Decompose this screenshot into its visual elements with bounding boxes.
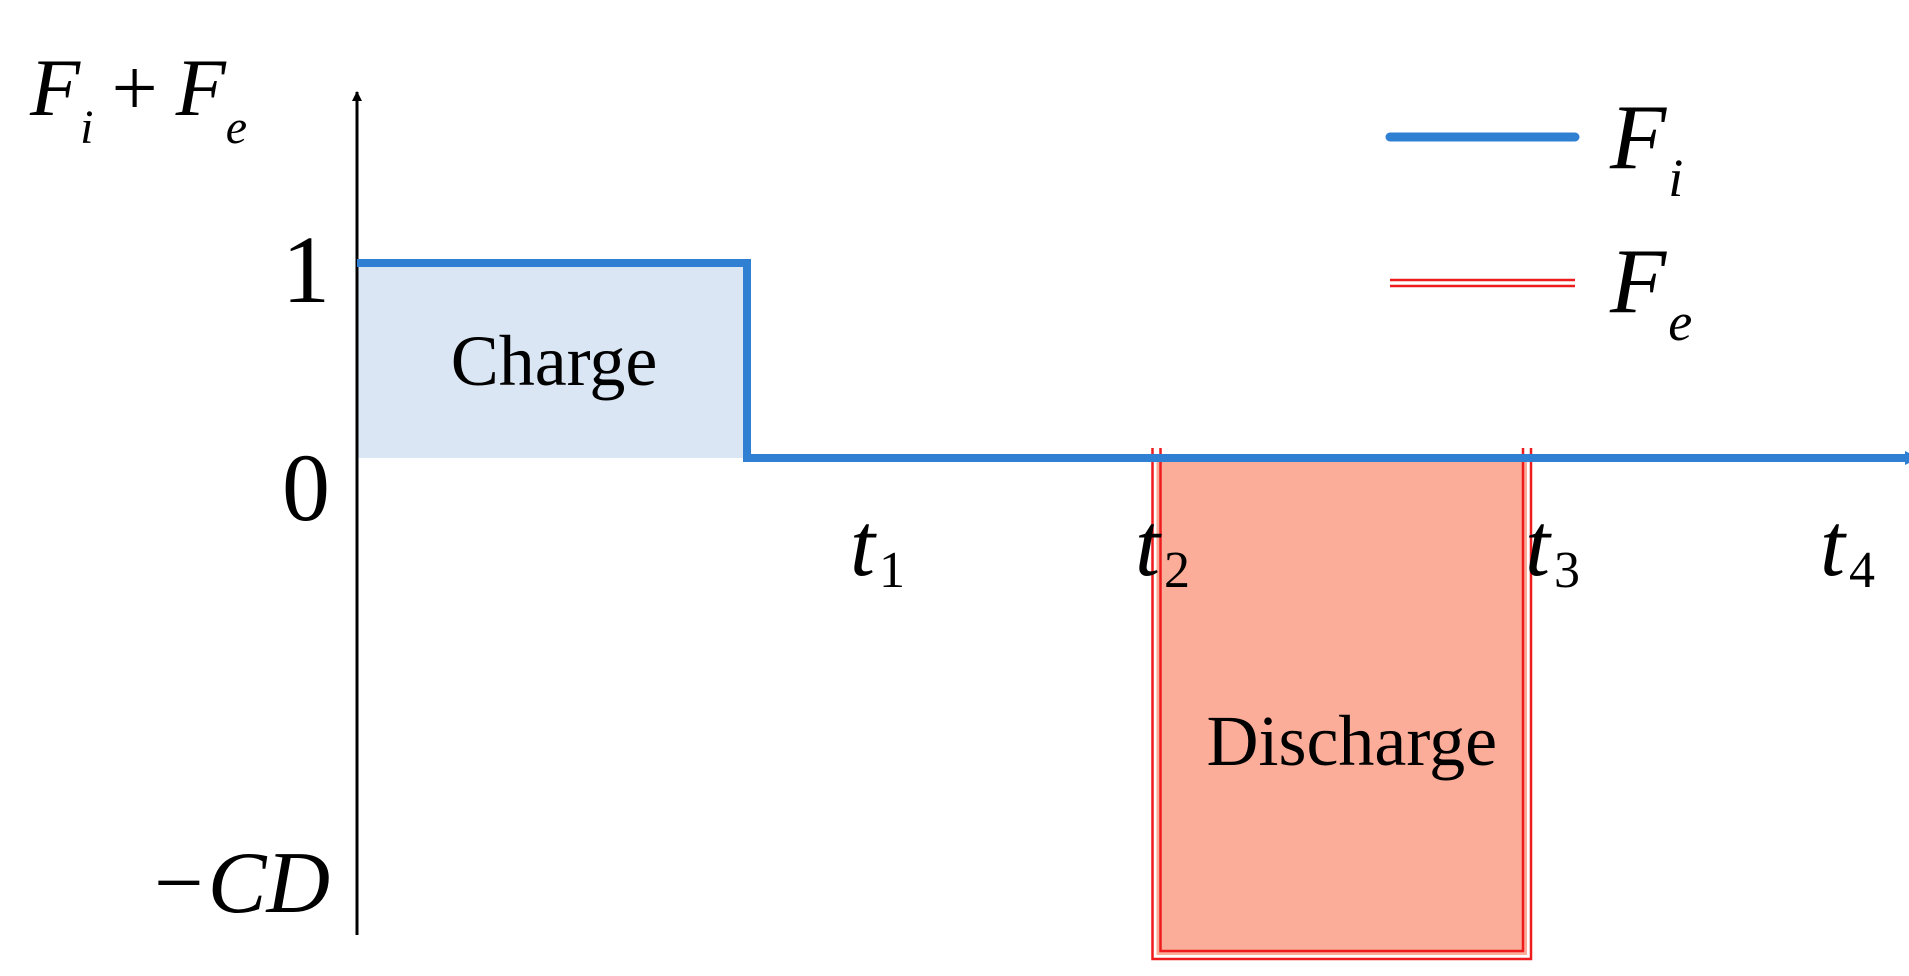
charge-region: [357, 263, 747, 458]
y-tick-label: −CD: [148, 835, 330, 932]
fi-series-line: [357, 259, 1909, 465]
legend-fi-label: Fi: [1609, 86, 1683, 208]
discharge-label: Discharge: [1206, 701, 1497, 781]
discharge-region: [1156, 458, 1527, 955]
fe-series-line: [1151, 448, 1533, 961]
y-axis-label: Fi+Fe: [29, 42, 247, 154]
y-tick-label: 0: [282, 434, 330, 541]
fe-series-line: [1159, 448, 1525, 953]
charge-label: Charge: [451, 321, 658, 401]
x-tick-label: t4: [1820, 496, 1875, 599]
x-tick-label: t1: [850, 496, 905, 599]
y-tick-label: 1: [282, 216, 330, 323]
legend-fe-label: Fe: [1609, 230, 1692, 352]
x-tick-label: t2: [1135, 496, 1190, 599]
x-tick-label: t3: [1525, 496, 1580, 599]
